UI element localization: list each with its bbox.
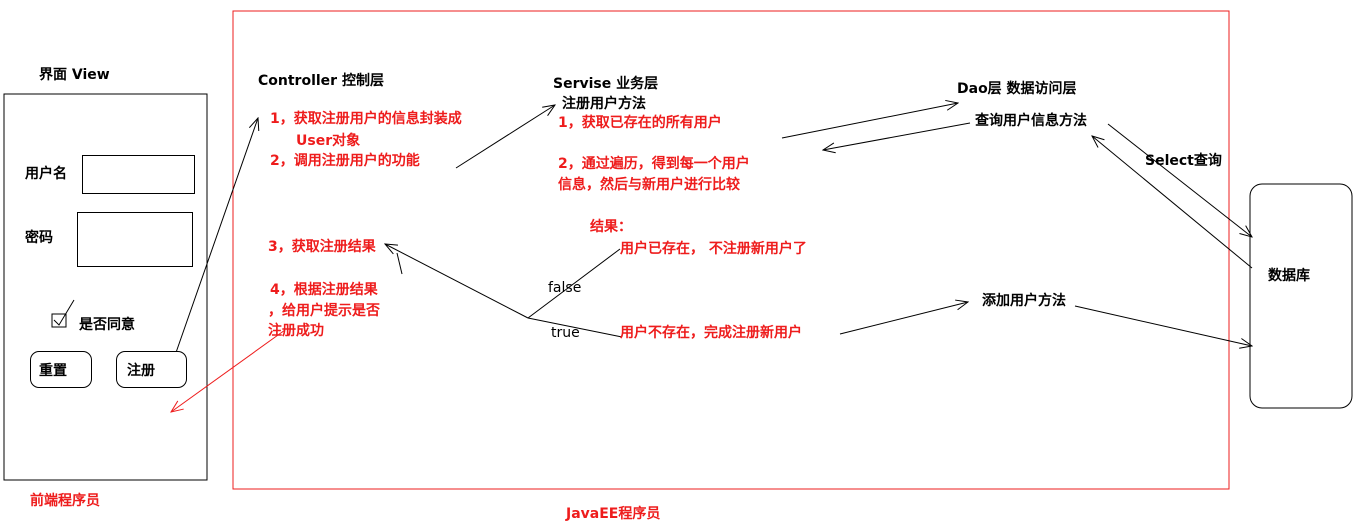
arrow-controller-to-service (455, 105, 555, 169)
service-step1: 1，获取已存在的所有用户 (558, 115, 722, 131)
username-label: 用户名 (25, 166, 67, 182)
controller-step1-line1: 1，获取注册用户的信息封装成 (270, 111, 462, 127)
database-box (1249, 183, 1353, 409)
dao-query-method: 查询用户信息方法 (975, 113, 1087, 129)
dao-title: Dao层 数据访问层 (957, 81, 1077, 97)
arrow-database-to-dao (1092, 136, 1253, 269)
reset-button-label: 重置 (39, 363, 67, 379)
arrow-register-to-controller (171, 118, 258, 365)
register-button[interactable]: 注册 (116, 351, 187, 388)
register-button-label: 注册 (127, 363, 155, 379)
arrow-add-to-database (1074, 305, 1252, 346)
view-title: 界面 View (39, 67, 110, 83)
javaee-boundary (232, 10, 1230, 490)
arrow-to-add-method (839, 302, 968, 335)
javaee-footer: JavaEE程序员 (566, 506, 661, 522)
result-label: 结果： (590, 219, 632, 235)
controller-step4-line3: 注册成功 (268, 323, 324, 339)
controller-title: Controller 控制层 (258, 73, 384, 89)
database-label: 数据库 (1268, 268, 1310, 284)
true-label: true (551, 325, 580, 341)
arrow-service-to-dao (781, 103, 958, 139)
arrow-dao-to-database (1107, 123, 1252, 237)
password-label: 密码 (25, 230, 53, 246)
reset-button[interactable]: 重置 (30, 351, 92, 388)
agree-checkbox[interactable] (50, 298, 76, 330)
arrow-controller-to-view (171, 329, 286, 412)
select-query-label: Select查询 (1145, 153, 1222, 169)
view-window-frame (3, 93, 208, 481)
service-title: Servise 业务层 (553, 76, 659, 92)
password-input[interactable] (77, 212, 193, 267)
checkbox-check-icon (51, 299, 75, 328)
controller-step1-line2: User对象 (296, 133, 361, 149)
service-step2-line1: 2，通过遍历，得到每一个用户 (558, 156, 750, 172)
user-exists-text: 用户已存在， 不注册新用户了 (620, 241, 807, 257)
service-subtitle: 注册用户方法 (562, 96, 646, 112)
dao-add-method: 添加用户方法 (982, 293, 1066, 309)
arrow-dao-to-service (823, 122, 971, 150)
service-step2-line2: 信息，然后与新用户进行比较 (558, 177, 740, 193)
agree-label: 是否同意 (79, 317, 135, 333)
username-input[interactable] (82, 155, 195, 194)
controller-step2: 2，调用注册用户的功能 (270, 153, 420, 169)
controller-step4-line1: 4，根据注册结果 (270, 282, 378, 298)
branch-true-line (527, 317, 623, 338)
arrow-result-to-controller (385, 244, 529, 319)
controller-step4-line2: ，给用户提示是否 (268, 303, 380, 319)
false-label: false (548, 280, 582, 296)
step3-tick (396, 252, 403, 275)
branch-false-line (527, 248, 621, 319)
controller-step3: 3，获取注册结果 (268, 239, 376, 255)
frontend-footer: 前端程序员 (30, 493, 100, 509)
user-not-exists-text: 用户不存在，完成注册新用户 (620, 325, 802, 341)
